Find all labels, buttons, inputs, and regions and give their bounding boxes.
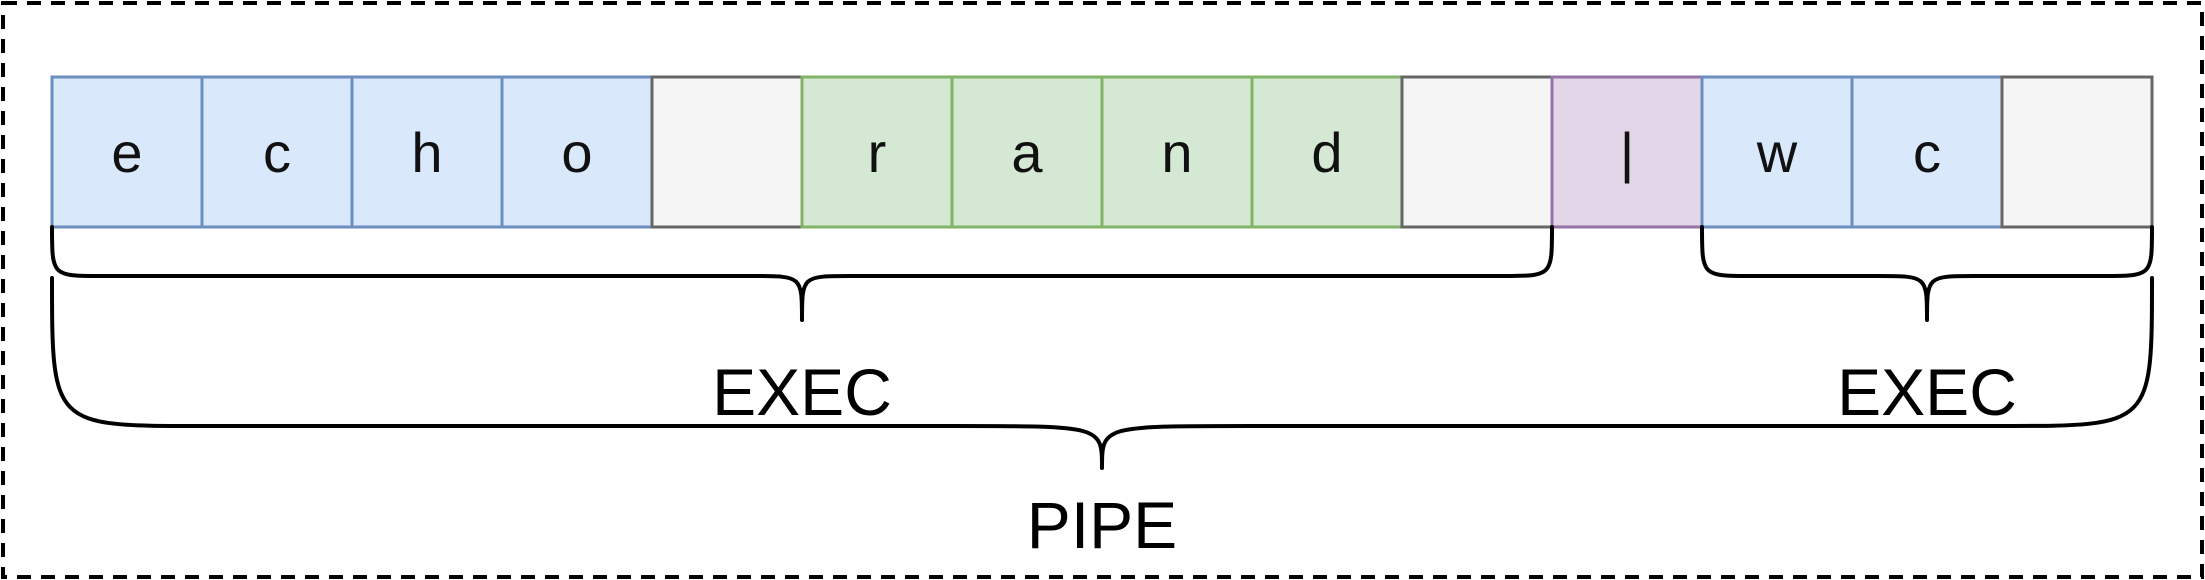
- token-cell-argument: r: [800, 75, 954, 229]
- group-label: PIPE: [1027, 488, 1177, 562]
- token-char: |: [1620, 121, 1635, 184]
- token-cell-argument: d: [1250, 75, 1404, 229]
- token-char: c: [1913, 121, 1941, 184]
- curly-brace: [50, 276, 2154, 470]
- token-char: e: [111, 121, 142, 184]
- token-char: h: [411, 121, 442, 184]
- token-cell-argument: a: [950, 75, 1104, 229]
- token-cell-box: [650, 75, 804, 229]
- token-cell-box: [1850, 75, 2004, 229]
- token-char: n: [1161, 121, 1192, 184]
- group-label: EXEC: [1837, 355, 2017, 429]
- token-cell-box: [1550, 75, 1704, 229]
- token-cell-command: o: [500, 75, 654, 229]
- token-cell-command: h: [350, 75, 504, 229]
- group-label: EXEC: [712, 355, 892, 429]
- token-char: r: [868, 121, 887, 184]
- token-cell-argument: n: [1100, 75, 1254, 229]
- group-pipe: PIPE: [50, 276, 2154, 562]
- token-cells: e c h o r a n d | w c: [50, 75, 2154, 229]
- token-char: o: [561, 121, 592, 184]
- token-cell-command: e: [50, 75, 204, 229]
- token-cell-box: [950, 75, 1104, 229]
- token-cell-pipe: |: [1550, 75, 1704, 229]
- curly-brace: [1700, 225, 2154, 322]
- token-cell-box: [1400, 75, 1554, 229]
- token-cell-command: w: [1700, 75, 1854, 229]
- token-cell-box: [1700, 75, 1854, 229]
- token-char: c: [263, 121, 291, 184]
- token-cell-box: [2000, 75, 2154, 229]
- token-cell-space: [2000, 75, 2154, 229]
- token-char: d: [1311, 121, 1342, 184]
- token-cell-box: [350, 75, 504, 229]
- token-cell-box: [200, 75, 354, 229]
- group-exec: EXEC: [1700, 225, 2154, 429]
- token-cell-space: [650, 75, 804, 229]
- curly-brace: [50, 225, 1554, 322]
- token-char: w: [1756, 121, 1798, 184]
- token-cell-command: c: [1850, 75, 2004, 229]
- group-braces: EXEC EXEC PIPE: [50, 225, 2154, 562]
- token-cell-space: [1400, 75, 1554, 229]
- token-char: a: [1011, 121, 1043, 184]
- group-exec: EXEC: [50, 225, 1554, 429]
- token-cell-command: c: [200, 75, 354, 229]
